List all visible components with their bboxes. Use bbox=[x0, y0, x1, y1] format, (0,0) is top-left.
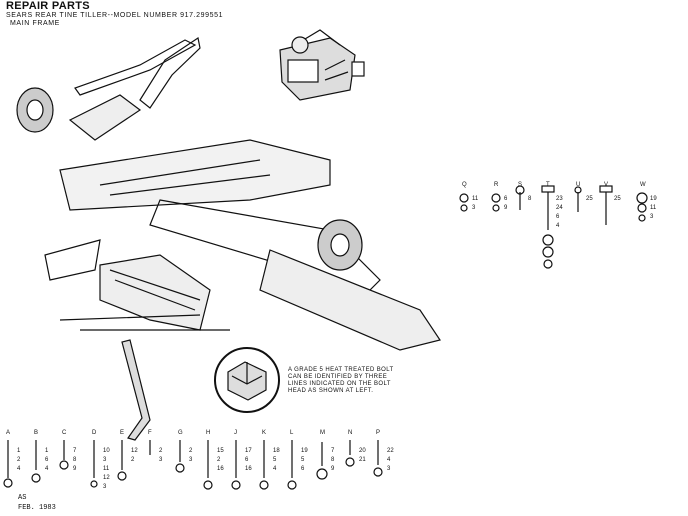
part-number: 3 bbox=[103, 457, 107, 463]
part-number: 2 bbox=[131, 457, 135, 463]
part-number: 8 bbox=[73, 457, 77, 463]
handle bbox=[121, 339, 151, 441]
part-number: 6 bbox=[45, 457, 49, 463]
tine-shield bbox=[44, 239, 211, 331]
part-letter: E bbox=[120, 430, 124, 436]
part-number: 15 bbox=[217, 448, 224, 454]
part-letter: C bbox=[62, 430, 67, 436]
part-number: 10 bbox=[103, 448, 110, 454]
part-number: 6 bbox=[301, 466, 305, 472]
model-subtitle: SEARS REAR TINE TILLER--MODEL NUMBER 917… bbox=[6, 12, 224, 19]
part-number: 6 bbox=[504, 196, 508, 202]
grade-5-bolt-head-illustration bbox=[214, 347, 280, 413]
part-number: 11 bbox=[472, 196, 479, 202]
part-number: 11 bbox=[650, 205, 657, 211]
footer-date: FEB. 1983 bbox=[18, 504, 56, 512]
part-letter: G bbox=[178, 430, 183, 436]
part-number: 7 bbox=[73, 448, 77, 454]
part-letter: K bbox=[262, 430, 266, 436]
part-number: 4 bbox=[17, 466, 21, 472]
part-number: 2 bbox=[159, 448, 163, 454]
part-number: 3 bbox=[159, 457, 163, 463]
part-number: 8 bbox=[331, 457, 335, 463]
part-letter: Q bbox=[462, 182, 467, 188]
part-letter: W bbox=[640, 182, 646, 188]
part-number: 1 bbox=[17, 448, 21, 454]
part-letter: S bbox=[518, 182, 522, 188]
part-number: 9 bbox=[331, 466, 335, 472]
part-number: 4 bbox=[556, 223, 560, 229]
part-number: 4 bbox=[45, 466, 49, 472]
part-letter: U bbox=[576, 182, 580, 188]
engine-assembly bbox=[279, 29, 365, 101]
part-number: 5 bbox=[301, 457, 305, 463]
part-number: 9 bbox=[504, 205, 508, 211]
part-letter: P bbox=[376, 430, 380, 436]
part-letter: M bbox=[320, 430, 325, 436]
part-letter: L bbox=[290, 430, 294, 436]
part-number: 16 bbox=[245, 466, 252, 472]
bottom-row-labels: A124B164C789D10311123E122F23G23H15216J17… bbox=[6, 430, 394, 490]
part-number: 6 bbox=[556, 214, 560, 220]
part-number: 19 bbox=[301, 448, 308, 454]
part-number: 3 bbox=[189, 457, 193, 463]
part-number: 3 bbox=[650, 214, 654, 220]
part-number: 22 bbox=[387, 448, 394, 454]
part-number: 18 bbox=[273, 448, 280, 454]
part-number: 12 bbox=[103, 475, 110, 481]
page-title: REPAIR PARTS bbox=[6, 0, 90, 12]
part-letter: V bbox=[604, 182, 608, 188]
part-letter: D bbox=[92, 430, 97, 436]
part-letter: B bbox=[34, 430, 38, 436]
part-number: 19 bbox=[650, 196, 657, 202]
part-number: 20 bbox=[359, 448, 366, 454]
part-letter: N bbox=[348, 430, 352, 436]
part-number: 4 bbox=[273, 466, 277, 472]
part-number: 6 bbox=[245, 457, 249, 463]
part-number: 11 bbox=[103, 466, 110, 472]
part-number: 16 bbox=[217, 466, 224, 472]
part-number: 1 bbox=[45, 448, 49, 454]
part-number: 5 bbox=[273, 457, 277, 463]
part-number: 24 bbox=[556, 205, 563, 211]
part-number: 4 bbox=[387, 457, 391, 463]
main-frame bbox=[59, 139, 441, 351]
part-number: 2 bbox=[217, 457, 221, 463]
part-number: 3 bbox=[103, 484, 107, 490]
part-number: 3 bbox=[387, 466, 391, 472]
part-number: 25 bbox=[586, 196, 593, 202]
part-letter: A bbox=[6, 430, 10, 436]
belt-and-guard bbox=[68, 37, 201, 141]
left-wheel bbox=[16, 87, 54, 133]
part-number: 12 bbox=[131, 448, 138, 454]
part-letter: F bbox=[148, 430, 152, 436]
part-letter: T bbox=[546, 182, 550, 188]
part-number: 2 bbox=[189, 448, 193, 454]
part-number: 7 bbox=[331, 448, 335, 454]
part-number: 17 bbox=[245, 448, 252, 454]
right-row-labels: Q 11 3 R 6 9 S 8 T 23 24 6 4 U 25 V 25 W 19 11 3 bbox=[462, 182, 657, 229]
part-number: 25 bbox=[614, 196, 621, 202]
part-number: 2 bbox=[17, 457, 21, 463]
part-number: 21 bbox=[359, 457, 366, 463]
right-wheel bbox=[317, 219, 363, 271]
part-letter: R bbox=[494, 182, 499, 188]
part-number: 3 bbox=[472, 205, 476, 211]
grade-5-bolt-note: A GRADE 5 HEAT TREATED BOLT CAN BE IDENT… bbox=[288, 367, 394, 394]
part-number: 9 bbox=[73, 466, 77, 472]
bottom-hardware bbox=[3, 440, 383, 490]
part-number: 23 bbox=[556, 196, 563, 202]
footer-code: AS bbox=[18, 494, 27, 502]
part-letter: J bbox=[234, 430, 237, 436]
right-hardware bbox=[459, 185, 648, 269]
part-letter: H bbox=[206, 430, 210, 436]
part-number: 8 bbox=[528, 196, 532, 202]
section-label: MAIN FRAME bbox=[10, 20, 60, 27]
